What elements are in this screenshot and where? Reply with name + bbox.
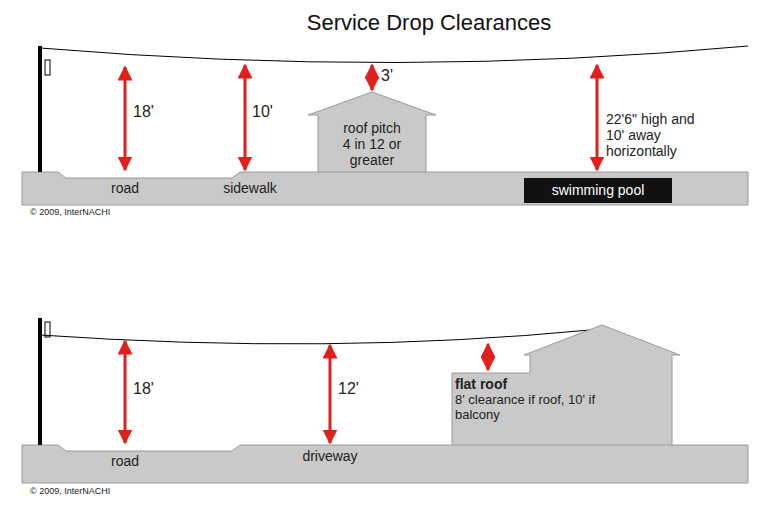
dimension: 18' (133, 380, 173, 398)
ground (22, 172, 748, 205)
utility-pole (38, 46, 42, 172)
copyright: © 2009, InterNACHI (30, 207, 190, 217)
pool-label: swimming pool (528, 182, 668, 198)
surface-label: driveway (290, 448, 370, 464)
house-label: roof pitch 4 in 12 or greater (341, 120, 403, 168)
clearance-arrow (329, 345, 332, 443)
node-body: 8' clearance if roof, 10' if balcony (455, 393, 625, 423)
node-shape (525, 179, 672, 203)
clearance-arrow (244, 65, 247, 170)
clearance-arrow (371, 65, 374, 90)
house: roof pitch 4 in 12 or greater (306, 90, 438, 172)
service-drop-wire (40, 46, 748, 63)
surface-label: road (95, 180, 155, 196)
dimension: 12' (338, 380, 378, 398)
flat-roof-building: flat roof8' clearance if roof, 10' if ba… (450, 323, 682, 445)
clearance-arrow (124, 341, 127, 443)
node-heading: flat roof (455, 376, 645, 392)
dimension: 18' (133, 103, 173, 121)
diagram-title: Service Drop Clearances (0, 10, 768, 35)
clearance-arrow (487, 344, 490, 370)
utility-pole (38, 318, 42, 445)
pole-fixture (45, 322, 50, 337)
node-shape (452, 325, 680, 445)
swimming-pool: swimming pool (524, 178, 672, 203)
clearance-arrow (124, 67, 127, 170)
surface-label: sidewalk (210, 180, 290, 196)
dimension: 10' (252, 103, 292, 121)
service-drop-wire (40, 330, 590, 344)
pole-fixture (45, 60, 50, 75)
surface-label: road (95, 453, 155, 469)
node-shape (308, 92, 436, 172)
copyright: © 2009, InterNACHI (30, 486, 190, 496)
note: 22'6" high and 10' away horizontally (606, 111, 716, 159)
ground (22, 445, 748, 483)
dimension: 3' (381, 67, 411, 85)
clearance-arrow (596, 65, 599, 170)
